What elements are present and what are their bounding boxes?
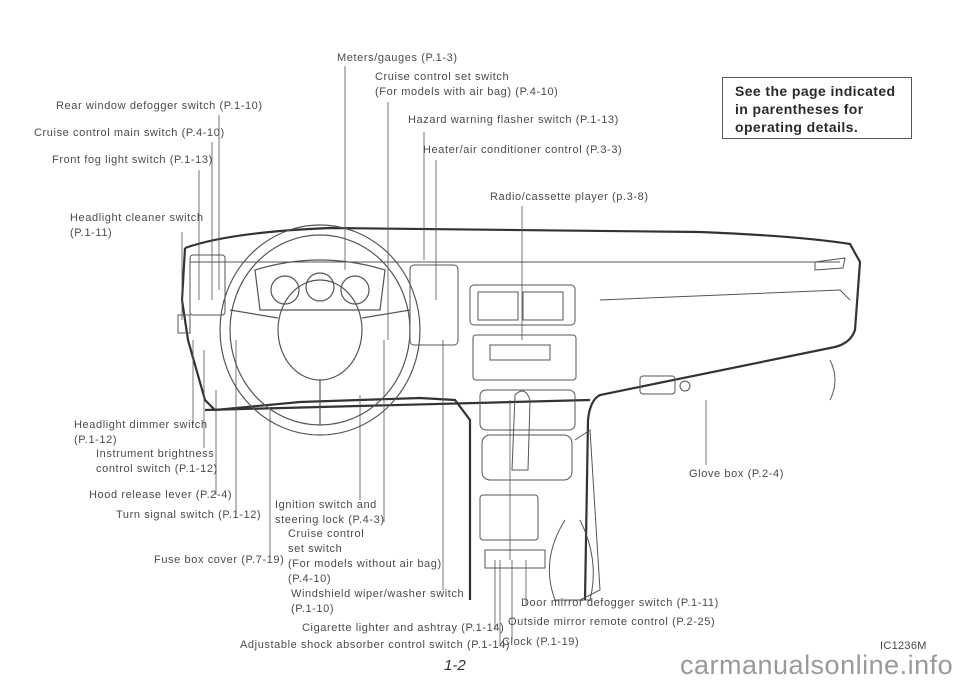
note-line: in parentheses for bbox=[735, 101, 864, 117]
figure-code: IC1236M bbox=[880, 640, 927, 652]
dashboard-outline bbox=[180, 226, 862, 601]
label-shock-absorber: Adjustable shock absorber control switch… bbox=[240, 639, 511, 651]
label-cruise-set-airbag: Cruise control set switch bbox=[375, 71, 510, 83]
label-instrument-brightness: Instrument brightness bbox=[96, 448, 215, 460]
dashboard-details bbox=[177, 254, 851, 601]
label-wiper-page: (P.1-10) bbox=[291, 603, 335, 615]
page-number: 1-2 bbox=[444, 657, 466, 674]
label-fuse-box: Fuse box cover (P.7-19) bbox=[154, 554, 285, 566]
label-instrument-brightness-2: control switch (P.1-12) bbox=[96, 463, 218, 475]
label-meters-gauges: Meters/gauges (P.1-3) bbox=[337, 52, 458, 64]
label-cigarette-lighter: Cigarette lighter and ashtray (P.1-14) bbox=[302, 622, 505, 634]
label-dimmer-page: (P.1-12) bbox=[74, 434, 118, 446]
watermark: carmanualsonline.info bbox=[680, 650, 954, 680]
label-cruise-set-airbag-note: (For models with air bag) (P.4-10) bbox=[375, 86, 559, 98]
label-turn-signal: Turn signal switch (P.1-12) bbox=[116, 509, 262, 521]
label-cruise-noairbag-2: set switch bbox=[288, 543, 343, 555]
label-ignition: Ignition switch and bbox=[275, 499, 377, 511]
label-door-mirror-defogger: Door mirror defogger switch (P.1-11) bbox=[521, 597, 719, 609]
leader-lines bbox=[181, 66, 707, 645]
steering-wheel bbox=[219, 224, 421, 436]
label-radio: Radio/cassette player (p.3-8) bbox=[490, 191, 649, 203]
label-ignition-2: steering lock (P.4-3) bbox=[275, 514, 385, 526]
label-outside-mirror: Outside mirror remote control (P.2-25) bbox=[508, 616, 716, 628]
label-hazard: Hazard warning flasher switch (P.1-13) bbox=[408, 114, 619, 126]
label-heater: Heater/air conditioner control (P.3-3) bbox=[423, 144, 623, 156]
operating-details-note: See the page indicated in parentheses fo… bbox=[722, 77, 912, 139]
label-glove-box: Glove box (P.2-4) bbox=[689, 468, 784, 480]
note-line: See the page indicated bbox=[735, 83, 896, 99]
label-cruise-noairbag-3: (For models without air bag) bbox=[288, 558, 442, 570]
note-line: operating details. bbox=[735, 119, 859, 135]
label-clock: Clock (P.1-19) bbox=[502, 636, 580, 648]
label-headlight-cleaner: Headlight cleaner switch bbox=[70, 212, 204, 224]
label-cruise-noairbag-4: (P.4-10) bbox=[288, 573, 332, 585]
label-hood-release: Hood release lever (P.2-4) bbox=[89, 489, 233, 501]
label-headlight-cleaner-page: (P.1-11) bbox=[70, 227, 113, 239]
label-cruise-main: Cruise control main switch (P.4-10) bbox=[34, 127, 225, 139]
label-cruise-noairbag: Cruise control bbox=[288, 528, 365, 540]
label-wiper: Windshield wiper/washer switch bbox=[291, 588, 465, 600]
label-dimmer: Headlight dimmer switch bbox=[74, 419, 208, 431]
label-front-fog: Front fog light switch (P.1-13) bbox=[52, 154, 213, 166]
label-rear-defogger: Rear window defogger switch (P.1-10) bbox=[56, 100, 263, 112]
